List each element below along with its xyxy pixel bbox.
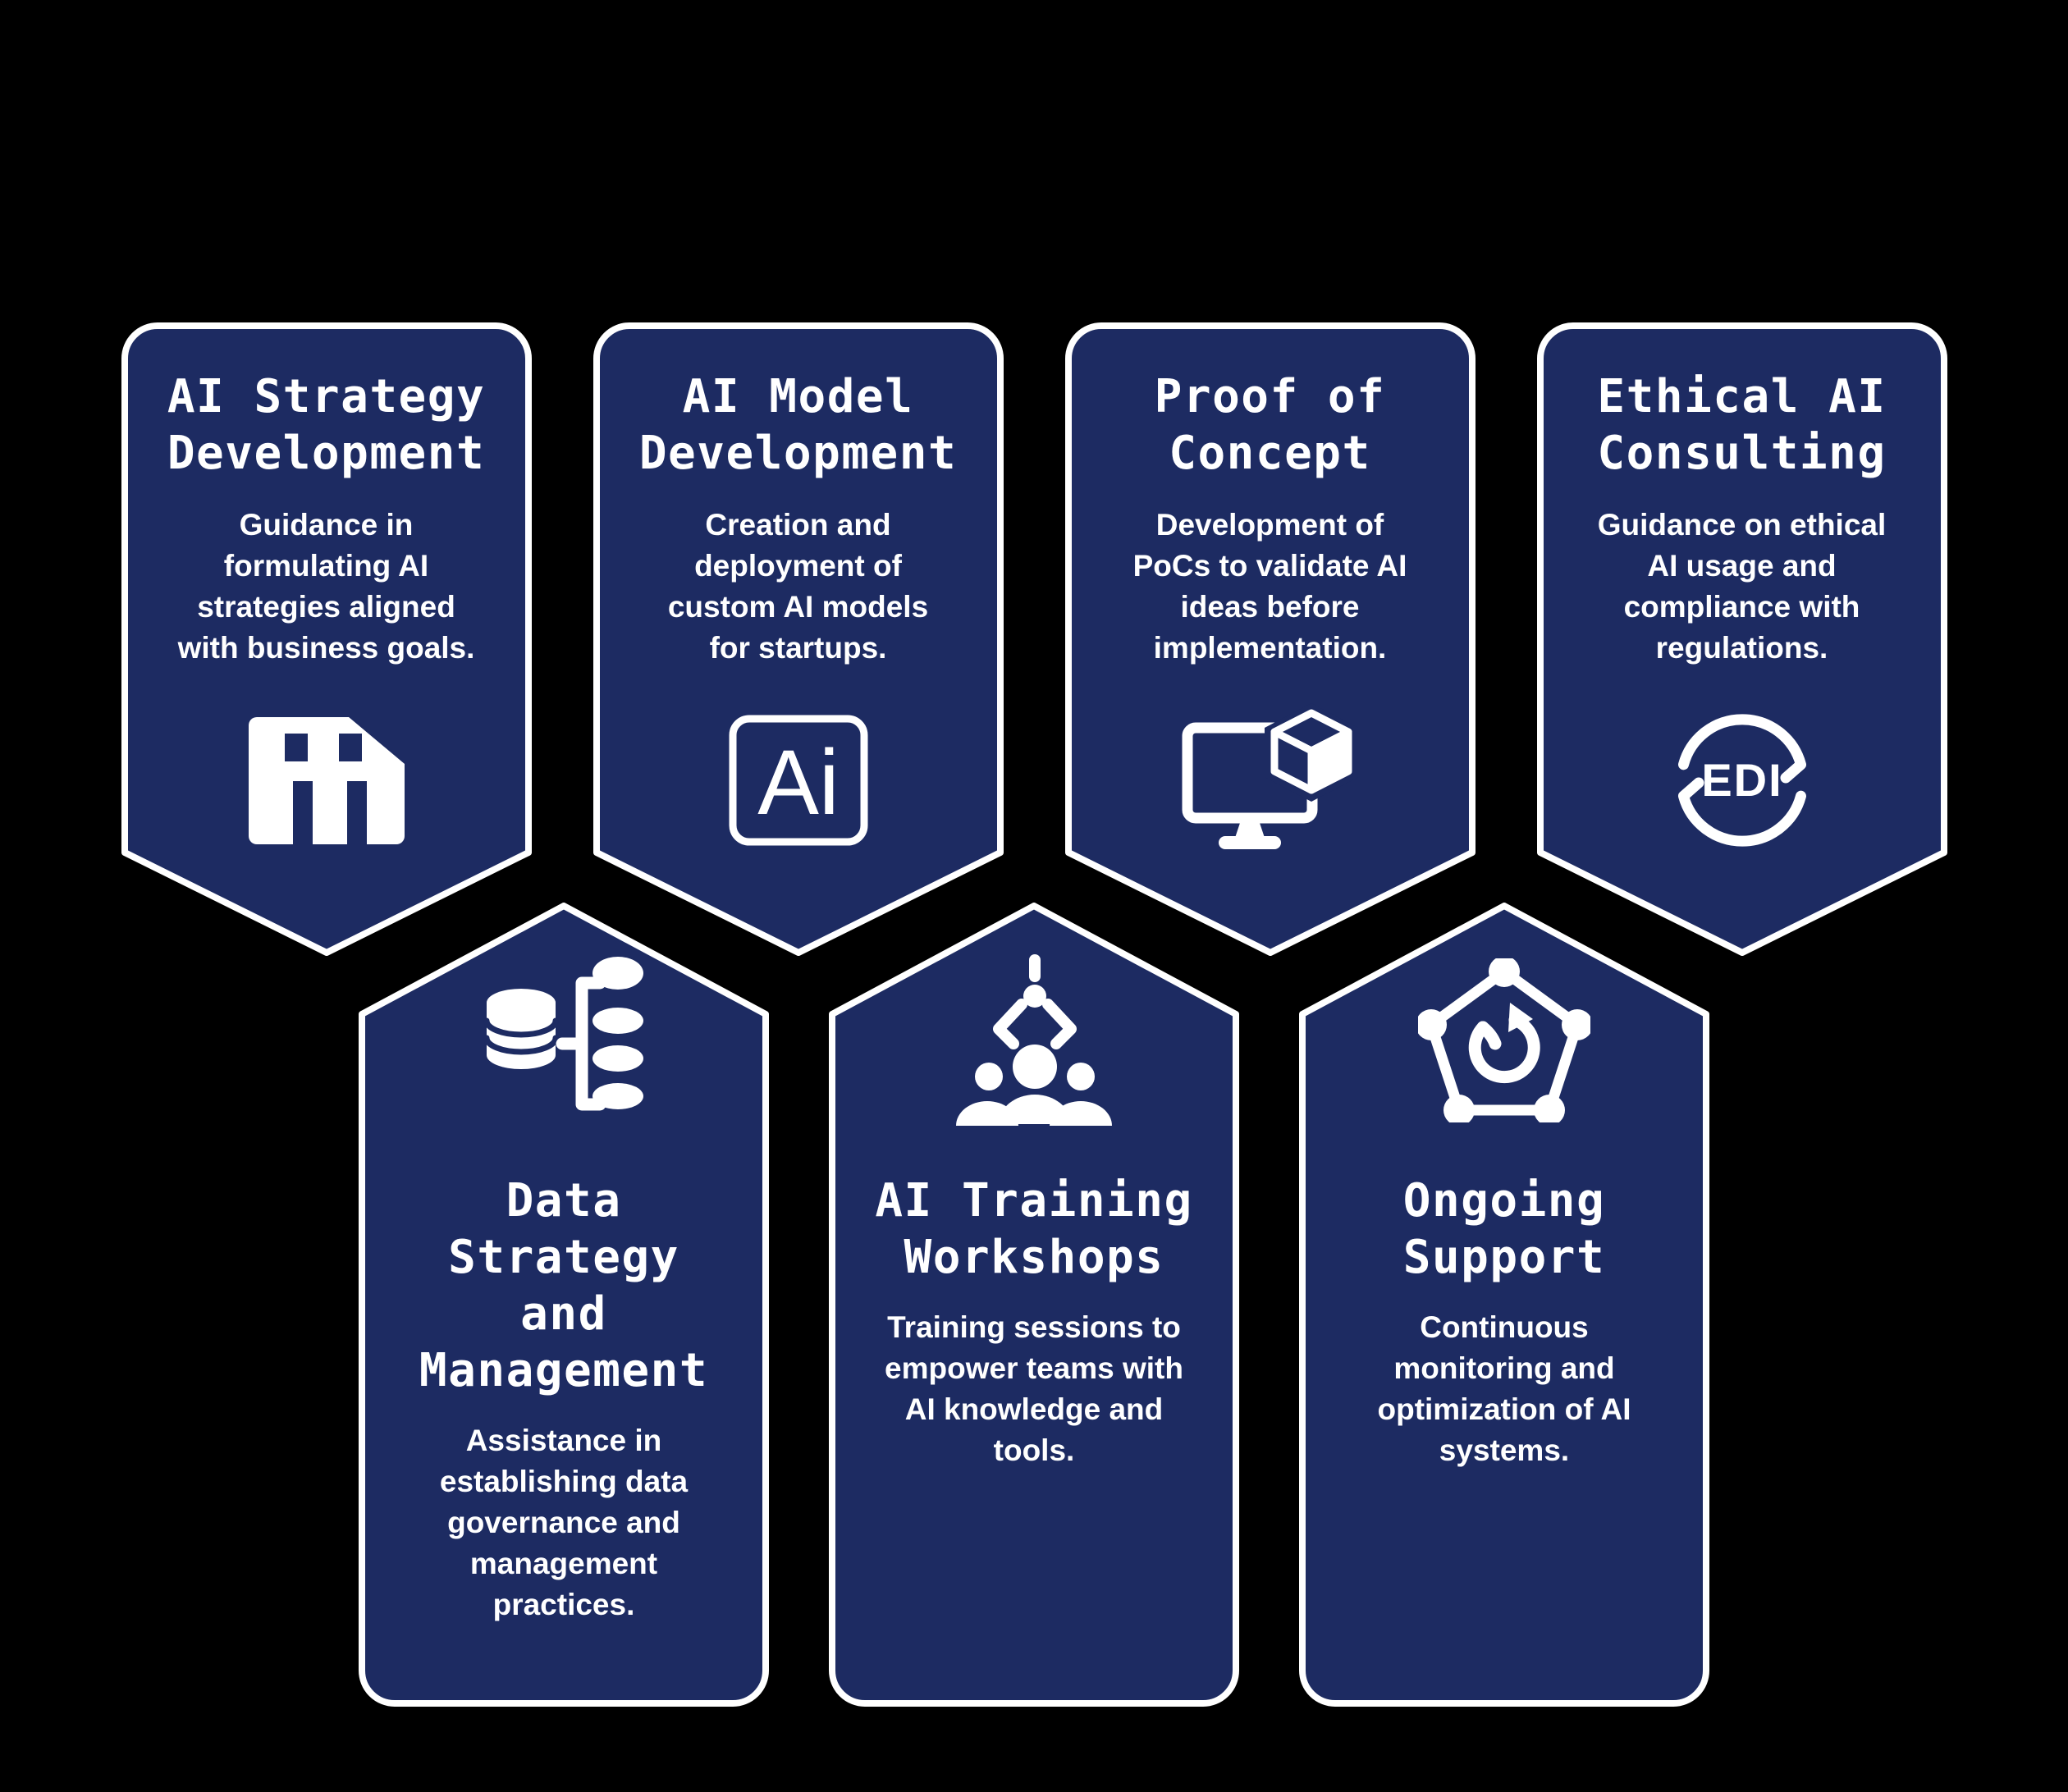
banner-down-shape — [1064, 322, 1476, 956]
bottom-row: Data Strategy and Management Assistance … — [0, 903, 2068, 1707]
card-content: AI Strategy Development Guidance in form… — [121, 322, 532, 956]
card-body: Assistance in establishing data governan… — [439, 1424, 689, 1621]
card-title: Data Strategy and Management — [419, 1174, 709, 1397]
card-ai-training-workshops: AI Training Workshops Training sessions … — [829, 903, 1239, 1707]
card-title: AI Model Development — [638, 370, 958, 480]
card-ai-strategy-development: AI Strategy Development Guidance in form… — [121, 322, 532, 956]
banner-down-shape — [592, 322, 1004, 956]
building-columns-icon — [248, 702, 405, 859]
claw-people-icon — [940, 944, 1128, 1136]
banner-up-shape — [829, 903, 1239, 1707]
card-body: Creation and deployment of custom AI mod… — [667, 508, 929, 665]
card-content: Proof of Concept Development of PoCs to … — [1065, 322, 1476, 956]
pentagon-network-icon — [1418, 944, 1590, 1136]
card-ai-model-development: AI Model Development Creation and deploy… — [592, 322, 1004, 956]
card-ongoing-support: Ongoing Support Continuous monitoring an… — [1299, 903, 1709, 1707]
card-content: Ongoing Support Continuous monitoring an… — [1299, 903, 1709, 1707]
card-proof-of-concept: Proof of Concept Development of PoCs to … — [1064, 322, 1476, 956]
card-content: Ethical AI Consulting Guidance on ethica… — [1537, 322, 1947, 956]
card-body: Guidance on ethical AI usage and complia… — [1597, 508, 1887, 665]
banner-down-shape — [121, 322, 532, 956]
card-body: Training sessions to empower teams with … — [885, 1310, 1183, 1467]
banner-up-shape — [359, 903, 769, 1707]
banner-down-shape — [1536, 322, 1947, 956]
card-content: AI Model Development Creation and deploy… — [593, 322, 1004, 956]
top-row: AI Strategy Development Guidance in form… — [0, 322, 2068, 956]
ai-box-label: Ai — [757, 731, 840, 834]
card-ethical-ai-consulting: Ethical AI Consulting Guidance on ethica… — [1536, 322, 1947, 956]
edi-label: EDI — [1701, 754, 1782, 806]
monitor-cube-icon — [1176, 702, 1365, 859]
card-body: Continuous monitoring and optimization o… — [1377, 1310, 1631, 1467]
banner-up-shape — [1299, 903, 1709, 1707]
edi-cycle-icon: EDI — [1656, 702, 1828, 859]
card-content: AI Training Workshops Training sessions … — [829, 903, 1239, 1707]
card-data-strategy-management: Data Strategy and Management Assistance … — [359, 903, 769, 1707]
card-title: Ongoing Support — [1402, 1174, 1606, 1284]
card-title: AI Training Workshops — [875, 1174, 1193, 1284]
card-title: AI Strategy Development — [167, 370, 486, 480]
card-title: Proof of Concept — [1154, 370, 1386, 480]
card-content: Data Strategy and Management Assistance … — [359, 903, 769, 1707]
ai-box-icon: Ai — [729, 702, 868, 859]
card-body: Development of PoCs to validate AI ideas… — [1132, 508, 1407, 665]
card-title: Ethical AI Consulting — [1597, 370, 1887, 480]
database-transfer-icon — [482, 944, 646, 1136]
card-body: Guidance in formulating AI strategies al… — [177, 508, 475, 665]
